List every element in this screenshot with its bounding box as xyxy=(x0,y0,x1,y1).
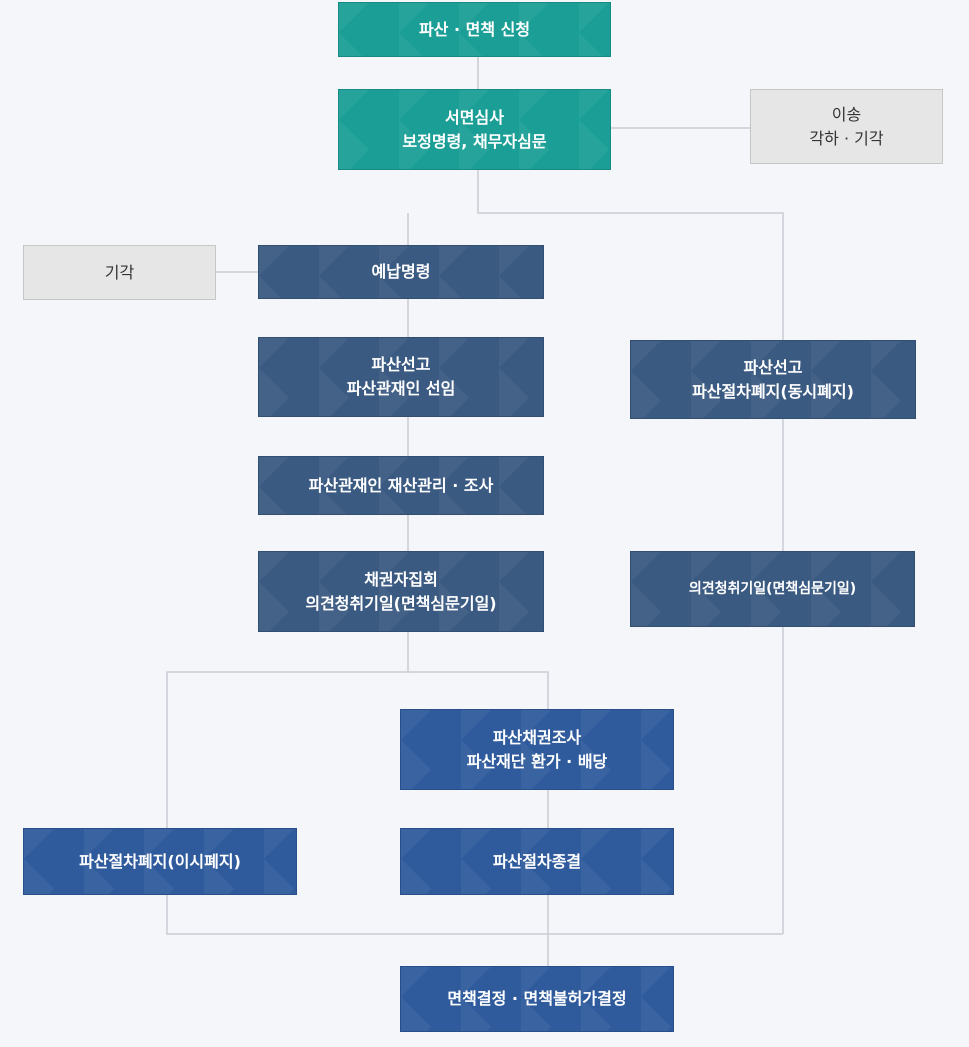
connector-meeting-split xyxy=(166,632,409,828)
node-declare-trustee-line-2: 파산관재인 선임 xyxy=(346,379,456,398)
node-claims-investigation-line-1: 파산채권조사 xyxy=(492,727,582,747)
node-opinion-hearing: 의견청취기일(면책심문기일) xyxy=(630,551,915,627)
node-review: 서면심사 보정명령, 채무자심문 xyxy=(338,89,611,170)
node-abolish-later: 파산절차폐지(이시폐지) xyxy=(23,828,297,895)
node-claims-investigation-line-2: 파산재단 환가 · 배당 xyxy=(466,751,608,771)
node-dismiss: 기각 xyxy=(23,245,216,300)
node-apply: 파산 · 면책 신청 xyxy=(338,2,611,57)
node-declare-simul: 파산선고 파산절차폐지(동시폐지) xyxy=(630,340,916,419)
node-prepay-line-1: 예납명령 xyxy=(371,262,431,281)
connector-split-right xyxy=(408,671,549,709)
node-discharge-decision: 면책결정 · 면책불허가결정 xyxy=(400,966,674,1032)
connector-abolish-bottom xyxy=(166,895,783,935)
node-transfer: 이송 각하 · 기각 xyxy=(750,89,943,164)
node-discharge-decision-line-1: 면책결정 · 면책불허가결정 xyxy=(447,989,627,1008)
node-opinion-hearing-line-1: 의견청취기일(면책심문기일) xyxy=(688,581,857,597)
node-declare-trustee-line-1: 파산선고 xyxy=(371,355,431,374)
node-declare-trustee: 파산선고 파산관재인 선임 xyxy=(258,337,544,417)
node-claims-investigation: 파산채권조사 파산재단 환가 · 배당 xyxy=(400,709,674,790)
node-trustee-manage: 파산관재인 재산관리 · 조사 xyxy=(258,456,544,515)
node-transfer-line-2: 각하 · 기각 xyxy=(809,128,884,148)
node-creditors-meeting-line-2: 의견청취기일(면책심문기일) xyxy=(305,593,497,613)
node-dismiss-line-1: 기각 xyxy=(104,262,135,282)
node-transfer-line-1: 이송 xyxy=(831,104,862,124)
node-creditors-meeting: 채권자집회 의견청취기일(면책심문기일) xyxy=(258,551,544,632)
node-abolish-later-line-1: 파산절차폐지(이시폐지) xyxy=(79,851,241,871)
node-declare-simul-line-1: 파산선고 xyxy=(743,357,803,377)
node-terminate-line-1: 파산절차종결 xyxy=(492,851,582,871)
node-prepay: 예납명령 xyxy=(258,245,544,299)
node-review-line-1: 서면심사 xyxy=(445,107,504,127)
node-declare-simul-line-2: 파산절차폐지(동시폐지) xyxy=(692,381,854,401)
node-creditors-meeting-line-1: 채권자집회 xyxy=(364,569,438,589)
node-review-line-2: 보정명령, 채무자심문 xyxy=(402,131,547,151)
node-terminate: 파산절차종결 xyxy=(400,828,674,895)
node-apply-line-1: 파산 · 면책 신청 xyxy=(418,19,531,39)
node-trustee-manage-line-1: 파산관재인 재산관리 · 조사 xyxy=(308,475,494,495)
